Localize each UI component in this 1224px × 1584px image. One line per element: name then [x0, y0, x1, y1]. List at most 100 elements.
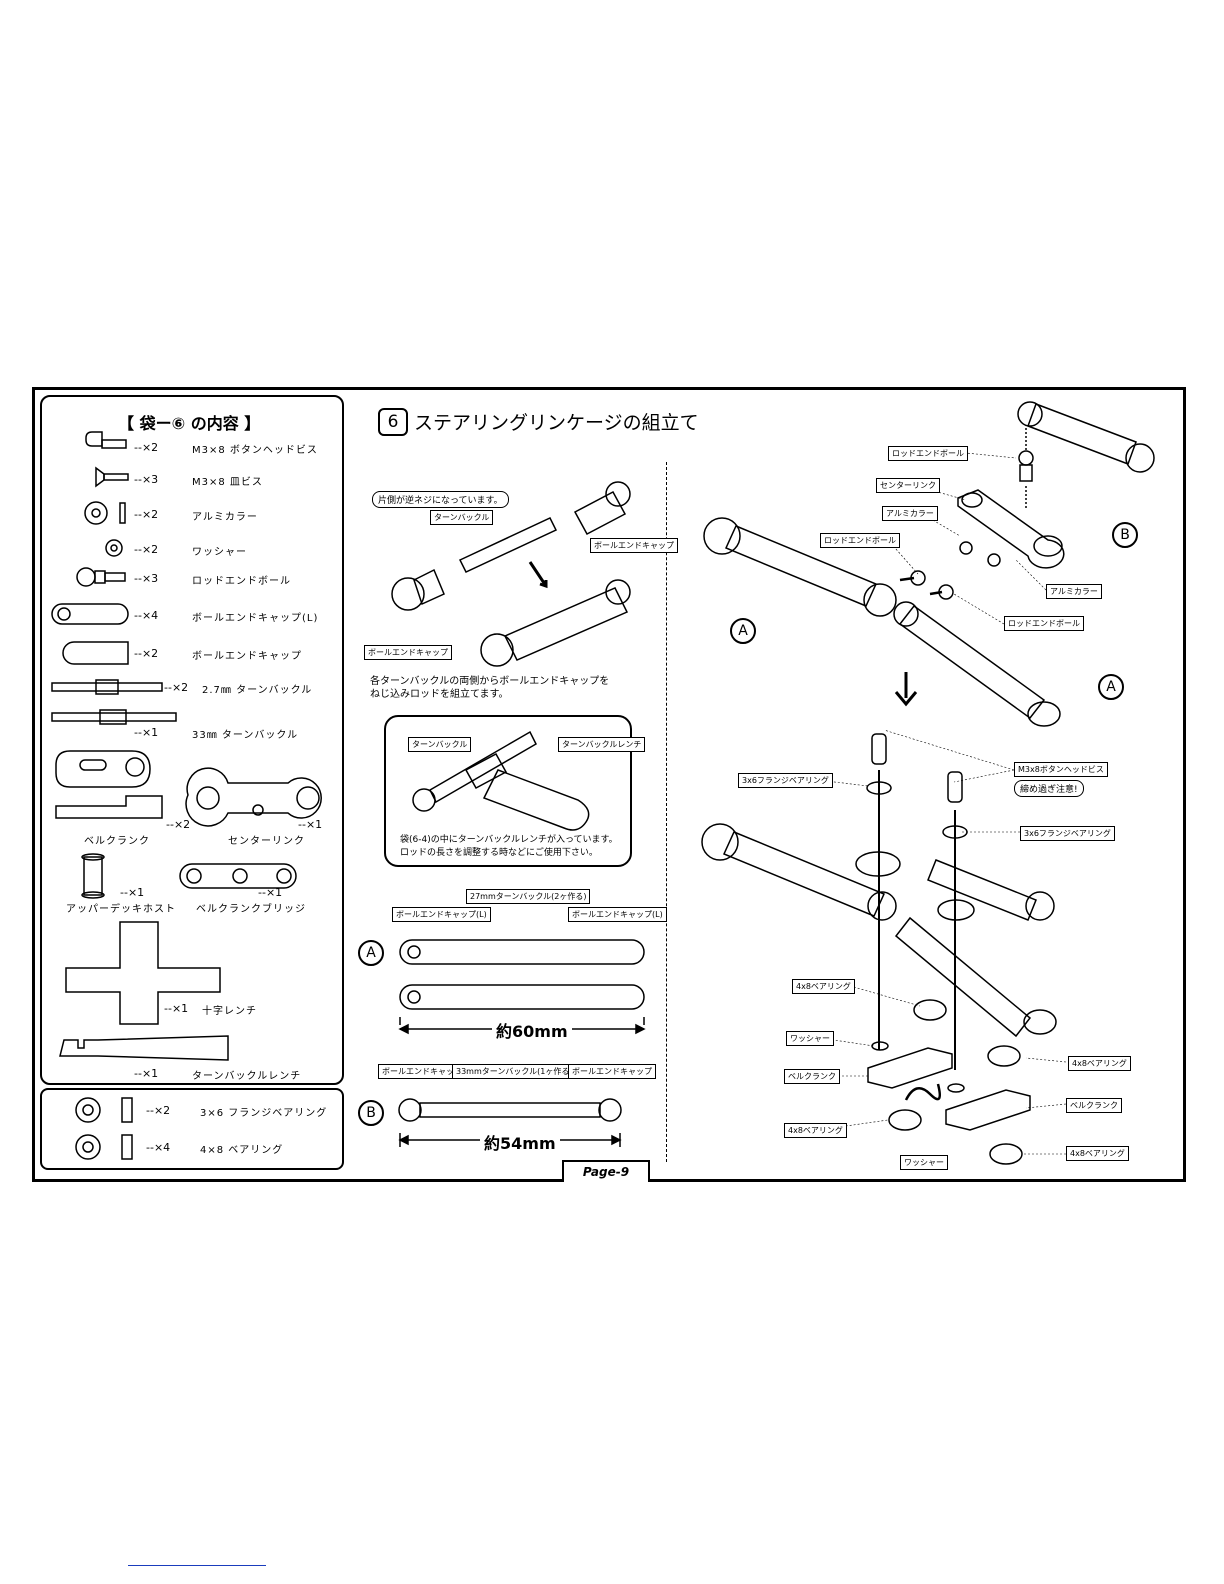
- reverse-thread-note: 片側が逆ネジになっています。: [372, 491, 509, 508]
- bellcrank-right-part: [945, 1089, 1031, 1131]
- washer-icon: [105, 539, 123, 557]
- marker-a: A: [358, 940, 384, 966]
- part-qty: --×2: [134, 441, 159, 454]
- part-name: アッパーデッキホスト: [66, 904, 176, 915]
- bearing-4x8-part: [913, 999, 947, 1021]
- bearing-4x8-label: 4x8ベアリング: [784, 1123, 847, 1138]
- bellcrank-icon: [55, 750, 151, 788]
- rod-a-heading: 27mmターンバックル(2ヶ作る): [466, 889, 591, 904]
- step-title: ステアリングリンケージの組立て: [414, 412, 699, 434]
- flange-bearing-icon: [75, 1097, 101, 1123]
- marker-a: A: [1098, 674, 1124, 700]
- aluminum-collar-label: アルミカラー: [882, 506, 938, 521]
- part-qty: --×2: [146, 1104, 171, 1117]
- ball-end-cap-l-icon: [51, 603, 129, 625]
- part-name: ベルクランクブリッジ: [196, 904, 306, 915]
- rod-lower-left: [722, 831, 886, 917]
- marker-b: B: [1112, 522, 1138, 548]
- footer-link-underline: [128, 1565, 266, 1566]
- part-qty: --×2: [134, 508, 159, 521]
- cross-wrench-icon: [65, 921, 221, 1025]
- part-qty: --×3: [134, 473, 159, 486]
- bearing-4x8-label: 4x8ベアリング: [1066, 1146, 1129, 1161]
- washer-label: ワッシャー: [786, 1031, 834, 1046]
- rod-a-upper: [399, 939, 645, 965]
- part-name: M3×8 皿ビス: [192, 477, 263, 488]
- part-qty: --×4: [134, 609, 159, 622]
- part-qty: --×1: [258, 886, 283, 899]
- bellcrank-label: ベルクランク: [784, 1069, 840, 1084]
- part-name: ボールエンドキャップ: [192, 651, 302, 662]
- part-name: ベルクランク: [84, 836, 150, 847]
- part-name: 2.7㎜ ターンバックル: [202, 685, 313, 696]
- assembled-rod: [503, 587, 629, 661]
- rod-a-upper-3d: [724, 525, 878, 607]
- aluminum-collar-label: アルミカラー: [1046, 584, 1102, 599]
- part-name: ボールエンドキャップ(L): [192, 613, 319, 624]
- part-qty: --×1: [134, 726, 159, 739]
- bearing-4x8-icon: [75, 1134, 101, 1160]
- parts-list-title: 【 袋ー⑥ の内容 】: [118, 414, 261, 433]
- part-name: ロッドエンドボール: [192, 576, 291, 587]
- parts-list-panel: [40, 395, 344, 1085]
- rod-b-cap-right: ボールエンドキャップ: [568, 1064, 656, 1079]
- button-head-screw-label: M3x8ボタンヘッドビス: [1014, 762, 1108, 777]
- part-qty: --×4: [146, 1141, 171, 1154]
- bearing-4x8-label: 4x8ベアリング: [1068, 1056, 1131, 1071]
- overtighten-warning: 締め過ぎ注意!: [1014, 780, 1084, 797]
- flange-bearing-label: 3x6フランジベアリング: [1020, 826, 1115, 841]
- wrench-handle: [482, 769, 590, 831]
- turnbuckle-wrench-icon: [59, 1035, 229, 1061]
- ball-end-cap-label: ボールエンドキャップ: [364, 645, 452, 660]
- rod-a-lower: [399, 984, 645, 1010]
- bellcrank-bridge-icon: [179, 863, 297, 889]
- turnbuckle-part: [458, 517, 558, 573]
- part-name: 4×8 ベアリング: [200, 1145, 284, 1156]
- part-name: M3×8 ボタンヘッドビス: [192, 445, 318, 456]
- rod-b-length: 約54mm: [480, 1130, 560, 1154]
- down-arrow-icon: [894, 672, 918, 707]
- part-qty: --×1: [120, 886, 145, 899]
- part-name: アルミカラー: [192, 512, 258, 523]
- part-name: 十字レンチ: [202, 1006, 257, 1017]
- part-qty: --×1: [298, 818, 323, 831]
- center-link-part: [957, 489, 1065, 569]
- part-qty: --×1: [164, 1002, 189, 1015]
- bearing-4x8-label: 4x8ベアリング: [792, 979, 855, 994]
- bellcrank-left-part: [867, 1047, 953, 1089]
- top-rod: [1027, 403, 1137, 465]
- wrench-tip-box: [384, 715, 632, 867]
- center-link-lower: [855, 851, 901, 877]
- marker-b: B: [358, 1100, 384, 1126]
- rod-end-ball-label: ロッドエンドボール: [820, 533, 900, 548]
- part-qty: --×2: [164, 681, 189, 694]
- rod-end-ball-label: ロッドエンドボール: [888, 446, 968, 461]
- rod-b-cap-left: ボールエンドキャップ: [378, 1064, 466, 1079]
- center-link-label: センターリンク: [876, 478, 940, 493]
- turnbuckle-label: ターンバックル: [408, 737, 472, 752]
- step-number: 6: [378, 408, 408, 436]
- flange-bearing-label: 3x6フランジベアリング: [738, 773, 833, 788]
- part-qty: --×2: [134, 543, 159, 556]
- part-name: ターンバックルレンチ: [192, 1071, 302, 1082]
- rod-end-ball-label: ロッドエンドボール: [1004, 616, 1084, 631]
- rod-b: [398, 1098, 422, 1122]
- rod-a-cap-left: ボールエンドキャップ(L): [392, 907, 491, 922]
- part-name: センターリンク: [228, 836, 305, 847]
- turnbuckle-33-icon: [51, 712, 177, 722]
- part-name: 33㎜ ターンバックル: [192, 730, 299, 741]
- part-qty: --×3: [134, 572, 159, 585]
- ball-end-cap-icon: [62, 641, 129, 665]
- wrench-note: ロッドの長さを調整する時などにご使用下さい。: [400, 848, 598, 858]
- ball-end-cap-label: ボールエンドキャップ: [590, 538, 678, 553]
- wrench-head: [464, 752, 508, 790]
- rod-a-length: 約60mm: [492, 1018, 572, 1042]
- page-number: Page-9: [562, 1160, 650, 1182]
- rod-a-cap-right: ボールエンドキャップ(L): [568, 907, 667, 922]
- part-name: 3×6 フランジベアリング: [200, 1108, 328, 1119]
- ball-end-cap-part: [391, 577, 425, 611]
- assembly-note: ねじ込みロッドを組立てます。: [370, 689, 509, 700]
